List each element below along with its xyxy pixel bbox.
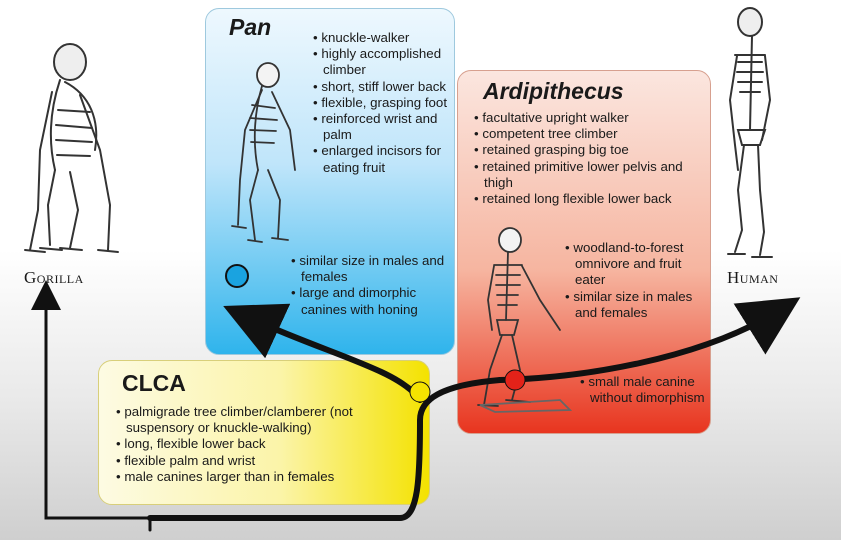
pan-branch <box>245 316 420 400</box>
pan-title: Pan <box>229 14 271 41</box>
clca-trait: palmigrade tree climber/clamberer (not s… <box>116 404 416 436</box>
pan-trait-list-2: similar size in males and females large … <box>291 253 451 318</box>
gorilla-label: Gorilla <box>24 268 84 288</box>
clca-trait: long, flexible lower back <box>116 436 416 452</box>
pan-trait: knuckle-walker <box>313 30 448 46</box>
ardipithecus-trait: competent tree climber <box>474 126 706 142</box>
pan-trait: highly accomplished climber <box>313 46 448 78</box>
ardipithecus-title: Ardipithecus <box>483 78 624 105</box>
clca-trait: male canines larger than in females <box>116 469 416 485</box>
pan-trait: large and dimorphic canines with honing <box>291 285 451 317</box>
pan-trait: similar size in males and females <box>291 253 451 285</box>
pan-trait: enlarged incisors for eating fruit <box>313 143 448 175</box>
clca-node <box>410 382 430 402</box>
ardipithecus-trait-list-3: small male canine without dimorphism <box>580 374 705 406</box>
pan-trait: reinforced wrist and palm <box>313 111 448 143</box>
clca-trait-list: palmigrade tree climber/clamberer (not s… <box>116 404 416 485</box>
human-skeleton <box>728 8 772 257</box>
pan-skeleton <box>232 63 295 242</box>
clca-title: CLCA <box>122 370 186 397</box>
pan-trait: flexible, grasping foot <box>313 95 448 111</box>
ardipithecus-trait: retained grasping big toe <box>474 142 706 158</box>
human-label: Human <box>727 268 778 288</box>
ardipithecus-node <box>505 370 525 390</box>
ardipithecus-trait: small male canine without dimorphism <box>580 374 705 406</box>
clca-trait: flexible palm and wrist <box>116 453 416 469</box>
ardipithecus-trait: retained primitive lower pelvis and thig… <box>474 159 706 191</box>
pan-trait: short, stiff lower back <box>313 79 448 95</box>
ardipithecus-trait: facultative upright walker <box>474 110 706 126</box>
gorilla-skeleton <box>25 44 118 252</box>
pan-trait-list: knuckle-walker highly accomplished climb… <box>313 30 448 176</box>
ardipithecus-trait-list: facultative upright walker competent tre… <box>474 110 706 207</box>
ardipithecus-trait: woodland-to-forest omnivore and fruit ea… <box>565 240 705 289</box>
ardipithecus-trait: similar size in males and females <box>565 289 705 321</box>
pan-node <box>226 265 248 287</box>
ardipithecus-trait: retained long flexible lower back <box>474 191 706 207</box>
ardipithecus-trait-list-2: woodland-to-forest omnivore and fruit ea… <box>565 240 705 321</box>
